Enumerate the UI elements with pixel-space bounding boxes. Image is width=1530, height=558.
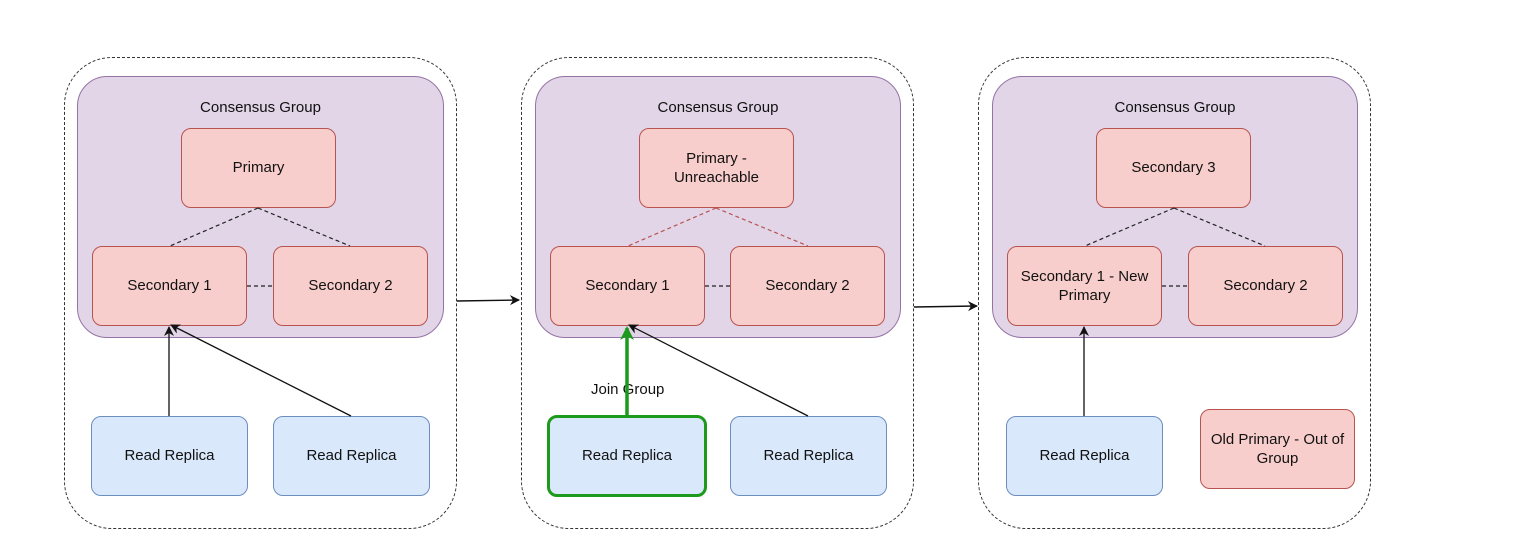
dashed-link <box>257 207 351 247</box>
secondary-1-node: Secondary 1 <box>550 246 705 326</box>
read-replica-node: Read Replica <box>273 416 430 496</box>
consensus-group-title: Consensus Group <box>200 99 321 116</box>
unreachable-dashed-link <box>627 207 717 247</box>
secondary-2-node: Secondary 2 <box>273 246 428 326</box>
joining-read-replica-node: Read Replica <box>547 415 707 497</box>
dashed-link <box>1173 207 1266 247</box>
consensus-group-title: Consensus Group <box>657 99 779 116</box>
transition-arrow <box>456 295 520 306</box>
read-replica-node: Read Replica <box>91 416 248 496</box>
stage-3-panel <box>978 57 1371 529</box>
dashed-link <box>169 207 259 247</box>
read-replica-node: Read Replica <box>730 416 887 496</box>
secondary-1-node: Secondary 1 <box>92 246 247 326</box>
replica-arrow <box>628 324 809 417</box>
secondary-2-node: Secondary 2 <box>1188 246 1343 326</box>
unreachable-primary-node: Primary - Unreachable <box>639 128 794 208</box>
consensus-group-title: Consensus Group <box>1114 99 1236 116</box>
replica-arrow <box>170 324 352 417</box>
old-primary-out-of-group-node: Old Primary - Out of Group <box>1200 409 1355 489</box>
stage-2-panel <box>521 57 914 529</box>
dashed-link <box>1084 207 1175 247</box>
secondary-3-node: Secondary 3 <box>1096 128 1251 208</box>
new-primary-node: Secondary 1 - New Primary <box>1007 246 1162 326</box>
read-replica-node: Read Replica <box>1006 416 1163 496</box>
secondary-2-node: Secondary 2 <box>730 246 885 326</box>
unreachable-dashed-link <box>715 207 809 247</box>
stage-1-panel <box>64 57 457 529</box>
primary-node: Primary <box>181 128 336 208</box>
transition-arrow <box>913 301 978 312</box>
